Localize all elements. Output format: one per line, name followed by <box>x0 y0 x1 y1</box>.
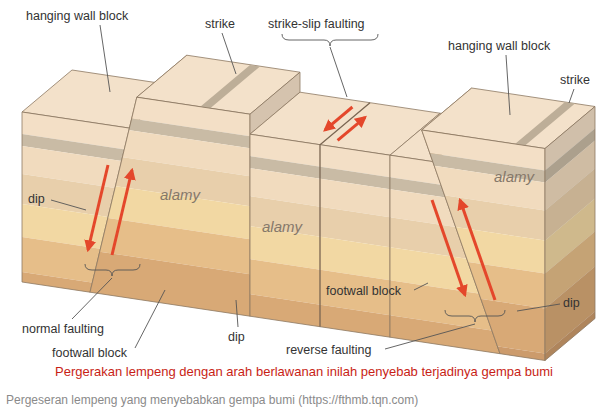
part-label: dip <box>563 296 580 310</box>
part-label: footwall block <box>326 284 401 298</box>
part-label: dip <box>228 330 245 344</box>
motion-arrow <box>325 107 353 130</box>
leader-line <box>100 25 110 92</box>
watermark: alamy <box>262 220 302 234</box>
watermark: alamy <box>494 170 534 184</box>
leader-line <box>236 300 238 327</box>
watermark: alamy <box>160 188 200 202</box>
source-note: Pergeseran lempeng yang menyebabkan gemp… <box>6 393 418 407</box>
bracket <box>282 34 378 46</box>
part-label: reverse faulting <box>286 343 371 357</box>
part-label: hanging wall block <box>26 9 128 23</box>
leader-line <box>72 278 112 319</box>
leader-line <box>51 200 86 210</box>
leader-line <box>222 33 236 74</box>
motion-arrow <box>88 165 108 250</box>
part-label: hanging wall block <box>448 39 550 53</box>
part-label: normal faulting <box>22 322 104 336</box>
figure-caption: Pergerakan lempeng dengan arah berlawana… <box>47 362 561 382</box>
bracket <box>445 310 505 322</box>
part-label: strike <box>205 17 235 31</box>
part-label: dip <box>28 192 45 206</box>
leader-line <box>330 47 347 97</box>
motion-arrow <box>460 200 495 300</box>
motion-arrow <box>338 117 366 140</box>
motion-arrow <box>112 170 132 255</box>
leader-line <box>414 283 428 290</box>
part-label: strike-slip faulting <box>268 17 365 31</box>
bracket <box>85 264 140 276</box>
leader-line <box>385 324 475 349</box>
motion-arrow <box>432 200 465 295</box>
motion-arrows <box>88 107 495 300</box>
part-label: strike <box>560 73 590 87</box>
rock-strata <box>0 52 608 416</box>
strike-band <box>200 65 260 109</box>
block-side <box>545 107 595 361</box>
leader-line <box>135 290 165 348</box>
part-label: footwall block <box>52 346 127 360</box>
leader-line <box>517 304 560 311</box>
rock-strata <box>0 18 608 416</box>
leader-line <box>569 89 574 103</box>
leaders <box>51 25 574 349</box>
leader-line <box>506 55 510 115</box>
block-front <box>90 97 250 316</box>
block-front <box>422 130 545 361</box>
